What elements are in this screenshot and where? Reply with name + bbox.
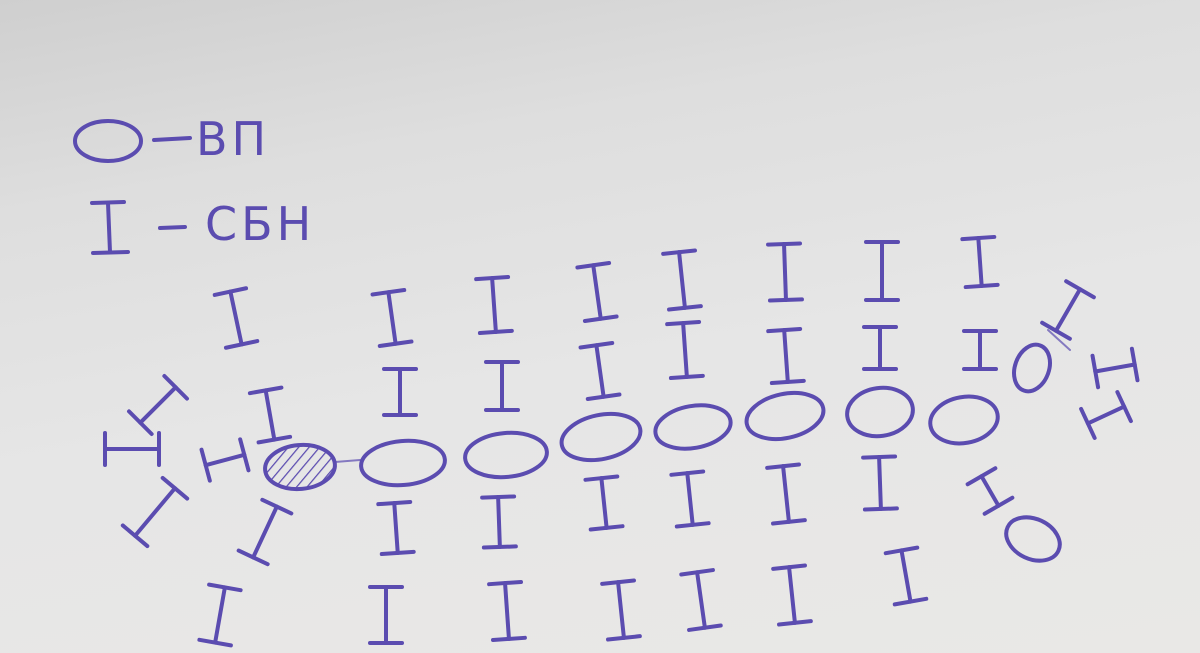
- single-crochet-symbol: [1079, 390, 1133, 440]
- single-crochet-symbol: [766, 241, 804, 303]
- starting-chain-stitch: [263, 442, 337, 492]
- single-crochet-symbol: [480, 494, 518, 550]
- legend-single-crochet: СБН: [90, 197, 315, 255]
- single-crochet-symbol: [883, 545, 929, 607]
- single-crochet-symbol: [484, 360, 520, 412]
- single-crochet-symbol: [962, 329, 998, 371]
- single-crochet-symbol: [368, 585, 404, 645]
- single-crochet-symbol: [665, 319, 705, 381]
- single-crochet-symbol: [212, 286, 260, 350]
- single-crochet-symbol: [376, 499, 416, 557]
- single-crochet-symbol: [103, 431, 161, 467]
- single-crochet-symbol: [199, 437, 251, 483]
- single-crochet-label: СБН: [205, 197, 315, 251]
- single-crochet-symbol: [197, 582, 243, 648]
- single-crochet-symbol: [771, 563, 813, 627]
- single-crochet-symbol: [669, 469, 711, 529]
- single-crochet-symbol: [861, 454, 899, 512]
- single-crochet-symbol: [370, 288, 414, 348]
- chain-stitch-symbol: [559, 411, 643, 463]
- chain-stitch-symbol: [928, 394, 1000, 446]
- stitch-diagram: [103, 234, 1140, 648]
- single-crochet-symbol: [864, 240, 900, 302]
- chain-stitch-symbol: [359, 438, 447, 488]
- legend-chain-stitch: ВП: [73, 112, 270, 166]
- single-crochet-symbol: [487, 579, 527, 643]
- single-crochet-symbol: [862, 325, 898, 371]
- single-crochet-symbol: [1090, 346, 1140, 390]
- single-crochet-symbol: [127, 374, 189, 436]
- chain-stitch-symbol: [653, 403, 733, 451]
- single-crochet-symbol: [679, 568, 723, 632]
- single-crochet-symbol: [965, 466, 1015, 516]
- single-crochet-symbol: [600, 578, 642, 642]
- single-crochet-symbol: [382, 367, 418, 417]
- single-crochet-symbol: [578, 341, 622, 401]
- chain-stitch-symbol: [463, 430, 549, 480]
- single-crochet-symbol: [247, 385, 293, 445]
- chain-stitch-label: ВП: [196, 112, 270, 166]
- single-crochet-symbol: [120, 475, 190, 549]
- single-crochet-symbol: [960, 234, 1000, 290]
- chain-stitch-symbol: [744, 391, 826, 441]
- single-crochet-symbol: [661, 248, 703, 312]
- chain-stitch-symbol: [1012, 342, 1052, 394]
- turning-chain-stitch: [1004, 515, 1062, 563]
- single-crochet-symbol: [583, 474, 625, 532]
- single-crochet-symbol: [575, 261, 619, 323]
- single-crochet-symbol: [766, 326, 806, 386]
- yarn-connector: [1047, 329, 1071, 351]
- chain-stitch-legend-icon: [73, 119, 143, 163]
- yarn-connector: [334, 459, 361, 463]
- single-crochet-legend-icon: [90, 200, 130, 255]
- single-crochet-symbol: [236, 497, 294, 567]
- single-crochet-symbol: [765, 462, 807, 526]
- chain-stitch-symbol: [845, 385, 915, 439]
- single-crochet-symbol: [1040, 279, 1096, 341]
- single-crochet-symbol: [474, 274, 514, 336]
